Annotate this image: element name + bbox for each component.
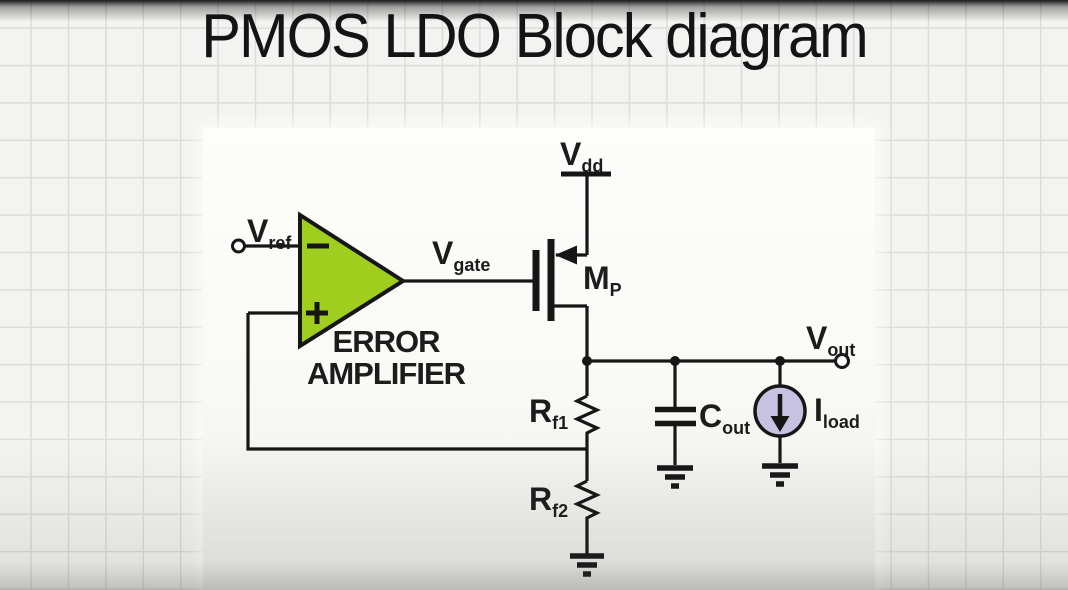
rf2-label: Rf2 [529,481,569,521]
vdd-label: Vdd [560,136,604,176]
error-amplifier-label: ERROR AMPLIFIER [296,326,476,390]
rf1-label: Rf1 [529,393,569,433]
mp-label: MP [583,260,622,300]
vgate-label: Vgate [432,235,491,275]
resistor-rf1 [573,394,601,449]
resistor-rf2 [573,479,601,554]
error-amplifier-line2: AMPLIFIER [306,356,466,391]
vout-label: Vout [806,320,856,360]
vref-terminal [231,238,246,254]
cout-label: Cout [699,398,751,438]
iload-label: Iload [814,392,860,432]
pmos-source-arrow-icon [555,245,577,265]
vref-label: Vref [247,213,292,253]
error-amplifier-line1: ERROR [332,324,441,359]
